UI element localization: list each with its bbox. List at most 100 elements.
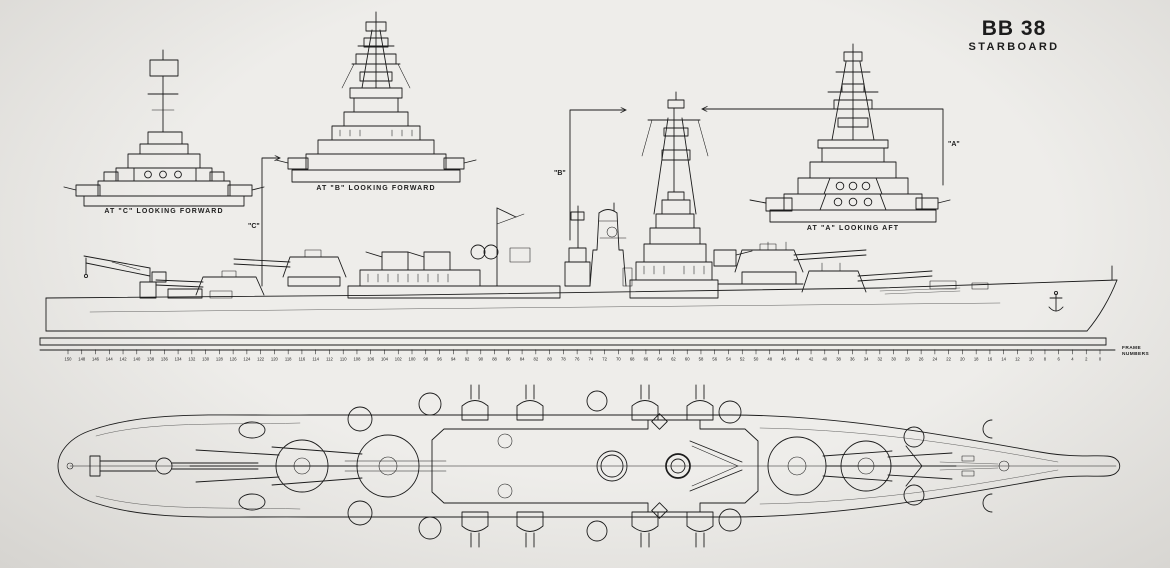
deck-plan [58, 384, 1120, 548]
quarterdeck-locker [210, 291, 232, 298]
plan-bow-deck-edge-bottom [760, 470, 1058, 504]
plan-catapult-rails [67, 456, 258, 476]
funnel [590, 203, 632, 286]
aft-deckhouse [348, 208, 560, 298]
turret-3 [234, 250, 346, 286]
detail-c-mast [148, 50, 178, 132]
svg-text:56: 56 [712, 357, 717, 362]
detail-view-a: AT "A" LOOKING AFT [750, 44, 950, 232]
dim-line-c [262, 158, 280, 286]
plan-stern-deck-edge-bottom [96, 496, 300, 509]
starboard-elevation [40, 92, 1117, 345]
plan-gun-tub [498, 484, 512, 498]
plan-gun-tub [719, 401, 741, 423]
detail-c-caption: AT "C" LOOKING FORWARD [104, 208, 223, 215]
svg-text:44: 44 [795, 357, 800, 362]
foremast-tower [630, 92, 752, 298]
frame-numbers-caption-1: FRAME [1122, 345, 1141, 351]
svg-text:134: 134 [175, 357, 183, 362]
detail-a-portholes-upper [824, 178, 882, 194]
plan-gun-tub [587, 391, 607, 411]
svg-text:42: 42 [809, 357, 814, 362]
quarterdeck-house [168, 289, 202, 298]
detail-a-portholes-lower [820, 194, 886, 210]
svg-text:80: 80 [547, 357, 552, 362]
svg-text:34: 34 [864, 357, 869, 362]
svg-text:8: 8 [1044, 357, 1047, 362]
plan-conning-tower [666, 454, 690, 478]
svg-text:144: 144 [106, 357, 114, 362]
anchor-mark [1049, 291, 1063, 311]
stern-crane [84, 256, 166, 298]
svg-text:62: 62 [671, 357, 676, 362]
svg-text:16: 16 [988, 357, 993, 362]
plan-turret-2 [768, 437, 896, 495]
svg-text:26: 26 [919, 357, 924, 362]
svg-text:98: 98 [423, 357, 428, 362]
turret-2 [735, 242, 866, 284]
svg-text:90: 90 [478, 357, 483, 362]
aft-director [471, 245, 485, 259]
dim-line-a [702, 109, 943, 185]
foremast-tripod [642, 92, 708, 214]
plan-gun-tub-stern-bottom [239, 494, 265, 510]
view-side-label: STARBOARD [968, 41, 1059, 53]
plan-deckhouse-outline [432, 420, 758, 512]
svg-text:66: 66 [644, 357, 649, 362]
svg-text:14: 14 [1001, 357, 1006, 362]
svg-text:70: 70 [616, 357, 621, 362]
dim-marker-b: "B" [554, 170, 566, 177]
hull-seam-line [90, 303, 1000, 312]
plan-gun-tub [498, 434, 512, 448]
svg-text:54: 54 [726, 357, 731, 362]
svg-text:22: 22 [946, 357, 951, 362]
svg-text:150: 150 [65, 357, 73, 362]
detail-c-portholes [134, 168, 196, 181]
svg-text:48: 48 [767, 357, 772, 362]
svg-text:126: 126 [230, 357, 238, 362]
plan-bow-deck-edge-top [760, 428, 1058, 462]
svg-text:46: 46 [781, 357, 786, 362]
svg-text:122: 122 [257, 357, 265, 362]
svg-text:100: 100 [409, 357, 417, 362]
svg-text:110: 110 [340, 357, 347, 362]
five-inch-mount-aft-1 [382, 252, 408, 270]
svg-text:40: 40 [822, 357, 827, 362]
dim-line-b [570, 110, 626, 240]
svg-text:58: 58 [699, 357, 704, 362]
plan-funnel [597, 451, 627, 481]
plan-gun-tub [719, 509, 741, 531]
svg-text:20: 20 [960, 357, 965, 362]
svg-text:142: 142 [120, 357, 128, 362]
svg-text:0: 0 [1099, 357, 1102, 362]
svg-text:38: 38 [836, 357, 841, 362]
svg-text:74: 74 [589, 357, 594, 362]
plan-bow-fittings [904, 420, 1009, 512]
five-inch-mount-fwd [714, 250, 736, 266]
plan-breakwater [906, 446, 922, 486]
svg-text:124: 124 [243, 357, 251, 362]
svg-text:64: 64 [657, 357, 662, 362]
svg-text:24: 24 [933, 357, 938, 362]
plan-hull-outline [58, 415, 1120, 517]
deck-sheer-line [46, 280, 1117, 298]
foredeck-fittings [880, 266, 1112, 311]
svg-text:60: 60 [685, 357, 690, 362]
frame-numbers-caption-2: NUMBERS [1122, 351, 1149, 357]
detail-a-caption: AT "A" LOOKING AFT [807, 225, 899, 232]
detail-view-c: AT "C" LOOKING FORWARD [64, 50, 264, 215]
plan-gun-tub-stern-top [239, 422, 265, 438]
svg-text:76: 76 [575, 357, 580, 362]
svg-text:128: 128 [216, 357, 224, 362]
svg-text:30: 30 [891, 357, 896, 362]
hull-number-label: BB 38 [982, 17, 1047, 40]
svg-text:50: 50 [754, 357, 759, 362]
svg-text:32: 32 [878, 357, 883, 362]
plan-tripod-legs [652, 414, 742, 519]
svg-text:96: 96 [437, 357, 442, 362]
turret-4 [156, 271, 264, 295]
svg-text:6: 6 [1058, 357, 1061, 362]
plan-turret-1 [841, 441, 956, 491]
svg-text:132: 132 [188, 357, 196, 362]
